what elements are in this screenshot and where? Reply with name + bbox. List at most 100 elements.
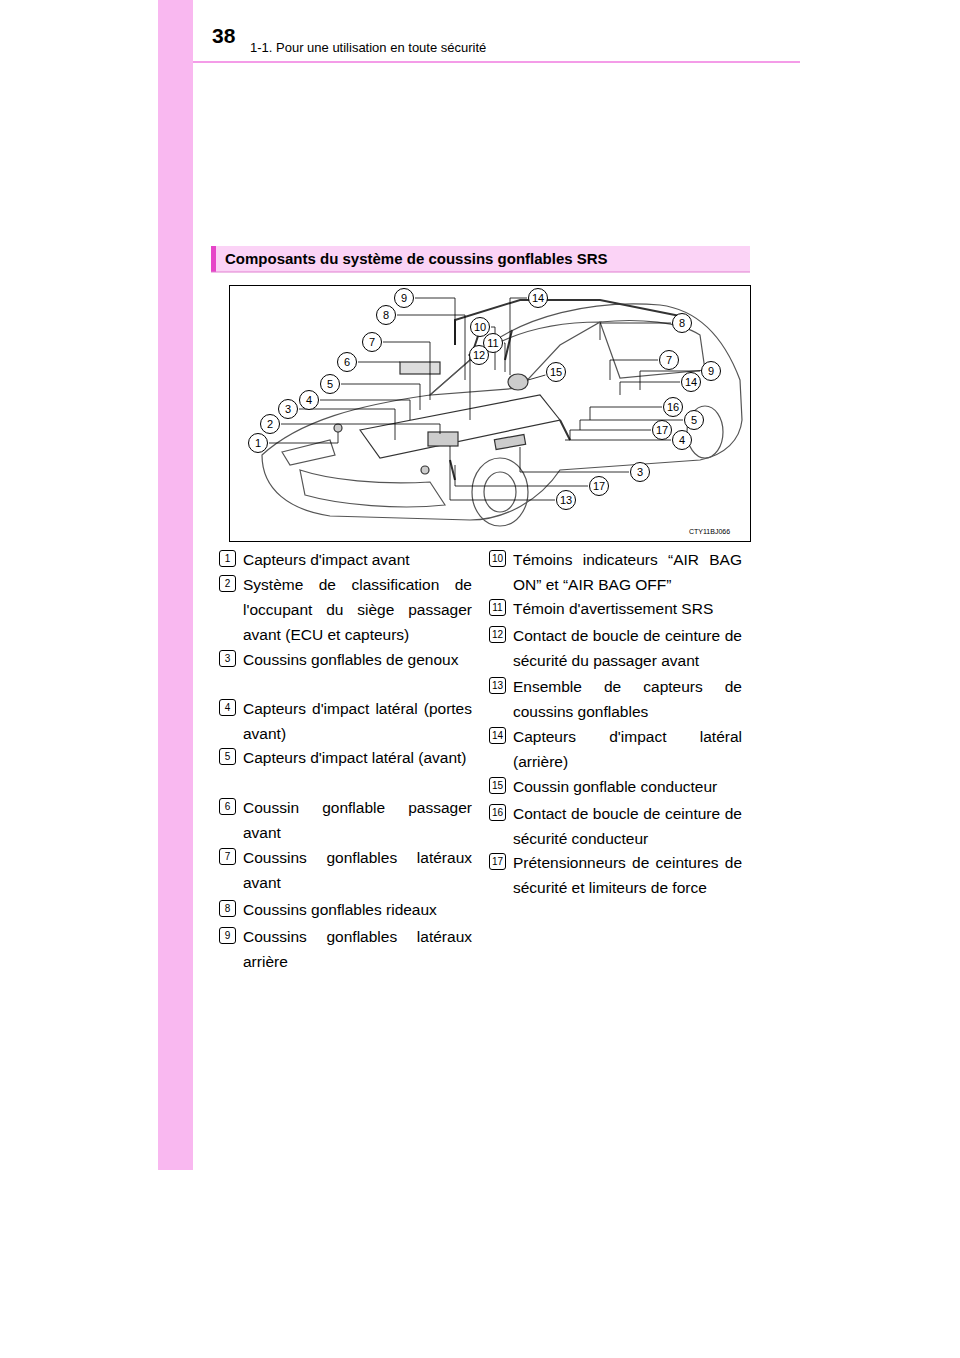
- leader-line: [565, 440, 671, 441]
- car-illustration: [262, 300, 742, 526]
- callout-number: 3: [630, 462, 650, 482]
- leader-line: [600, 323, 671, 340]
- callout-number: 6: [337, 352, 357, 372]
- callout-number: 15: [546, 362, 566, 382]
- list-marker: 10: [489, 550, 506, 567]
- list-marker: 6: [219, 798, 236, 815]
- section-heading: Composants du système de coussins gonfla…: [225, 250, 608, 267]
- leader-line: [281, 424, 440, 434]
- leader-line: [504, 343, 505, 372]
- leader-line: [520, 447, 629, 472]
- heading-mark: [211, 246, 216, 272]
- component-description: Capteurs d'impact avant: [243, 547, 472, 572]
- list-marker: 4: [219, 699, 236, 716]
- callout-number: 17: [589, 476, 609, 496]
- component-description: Témoins indicateurs “AIR BAG ON” et “AIR…: [513, 547, 742, 597]
- leader-line: [570, 430, 651, 440]
- component-description: Coussin gonflable passager avant: [243, 795, 472, 845]
- header-rule: [193, 61, 800, 63]
- list-marker: 12: [489, 626, 506, 643]
- callout-number: 8: [672, 313, 692, 333]
- illustration-frame: [230, 286, 751, 542]
- component-description: Coussins gonflables rideaux: [243, 897, 472, 922]
- leader-line: [468, 355, 470, 420]
- leader-line: [450, 446, 555, 500]
- component-description: Coussin gonflable conducteur: [513, 774, 742, 799]
- list-marker: 2: [219, 575, 236, 592]
- leader-lines: [269, 298, 700, 500]
- callout-number: 1: [248, 433, 268, 453]
- figure-code: CTY11BJ066: [689, 528, 730, 535]
- leader-line: [415, 298, 455, 345]
- callout-number: 7: [659, 350, 679, 370]
- passenger-airbag: [400, 362, 440, 374]
- leader-line: [397, 315, 465, 380]
- component-description: Ensemble de capteurs de coussins gonflab…: [513, 674, 742, 724]
- seatbelt-pretensioner: [450, 420, 570, 480]
- list-marker: 16: [489, 804, 506, 821]
- callout-number: 14: [528, 288, 548, 308]
- callout-number: 4: [672, 430, 692, 450]
- heading-rule: [211, 272, 750, 273]
- callout-number: 2: [260, 414, 280, 434]
- leader-line: [590, 407, 662, 420]
- callout-number: 8: [376, 305, 396, 325]
- list-marker: 17: [489, 853, 506, 870]
- component-description: Coussins gonflables de genoux: [243, 647, 472, 672]
- list-marker: 3: [219, 650, 236, 667]
- callout-number: 17: [652, 420, 672, 440]
- callout-number: 16: [663, 397, 683, 417]
- component-description: Capteurs d'impact latéral (portes avant): [243, 696, 472, 746]
- grille: [300, 470, 445, 507]
- component-description: Témoin d'avertissement SRS: [513, 596, 742, 621]
- page-number: 38: [212, 24, 235, 48]
- component-description: Contact de boucle de ceinture de sécurit…: [513, 801, 742, 851]
- leader-line: [358, 362, 400, 363]
- component-description: Prétensionneurs de ceintures de sécurité…: [513, 850, 742, 900]
- side-band: [158, 0, 193, 1170]
- component-description: Contact de boucle de ceinture de sécurit…: [513, 623, 742, 673]
- list-marker: 7: [219, 848, 236, 865]
- leader-line: [383, 342, 430, 400]
- list-marker: 13: [489, 677, 506, 694]
- knee-airbag: [494, 434, 525, 449]
- callout-number: 5: [320, 374, 340, 394]
- leader-line: [269, 432, 338, 443]
- callout-number: 9: [394, 288, 414, 308]
- leader-line: [341, 384, 420, 410]
- front-sensor: [421, 466, 429, 474]
- list-marker: 9: [219, 927, 236, 944]
- list-marker: 11: [489, 599, 506, 616]
- running-header: 1-1. Pour une utilisation en toute sécur…: [250, 40, 486, 55]
- list-marker: 15: [489, 777, 506, 794]
- headlamp: [282, 440, 335, 465]
- leader-line: [299, 409, 395, 440]
- leader-line: [455, 465, 588, 486]
- leader-line: [528, 375, 545, 380]
- car-body: [262, 304, 742, 520]
- component-description: Coussins gonflables latéraux arrière: [243, 924, 472, 974]
- floor-frame: [360, 395, 560, 458]
- component-description: Système de classification de l'occupant …: [243, 572, 472, 647]
- list-marker: 5: [219, 748, 236, 765]
- callout-number: 3: [278, 399, 298, 419]
- list-marker: 14: [489, 727, 506, 744]
- front-hub: [484, 472, 516, 512]
- callout-number: 13: [556, 490, 576, 510]
- leader-line: [510, 298, 527, 375]
- list-marker: 8: [219, 900, 236, 917]
- front-sensor: [334, 424, 342, 432]
- callout-number: 4: [299, 390, 319, 410]
- callout-number: 9: [701, 361, 721, 381]
- component-description: Capteurs d'impact latéral (arrière): [513, 724, 742, 774]
- callout-number: 12: [469, 345, 489, 365]
- component-description: Coussins gonflables latéraux avant: [243, 845, 472, 895]
- callout-number: 5: [684, 410, 704, 430]
- leader-line: [320, 400, 410, 420]
- list-marker: 1: [219, 550, 236, 567]
- leader-line: [620, 382, 680, 395]
- component-description: Capteurs d'impact latéral (avant): [243, 745, 472, 770]
- callout-number: 7: [362, 332, 382, 352]
